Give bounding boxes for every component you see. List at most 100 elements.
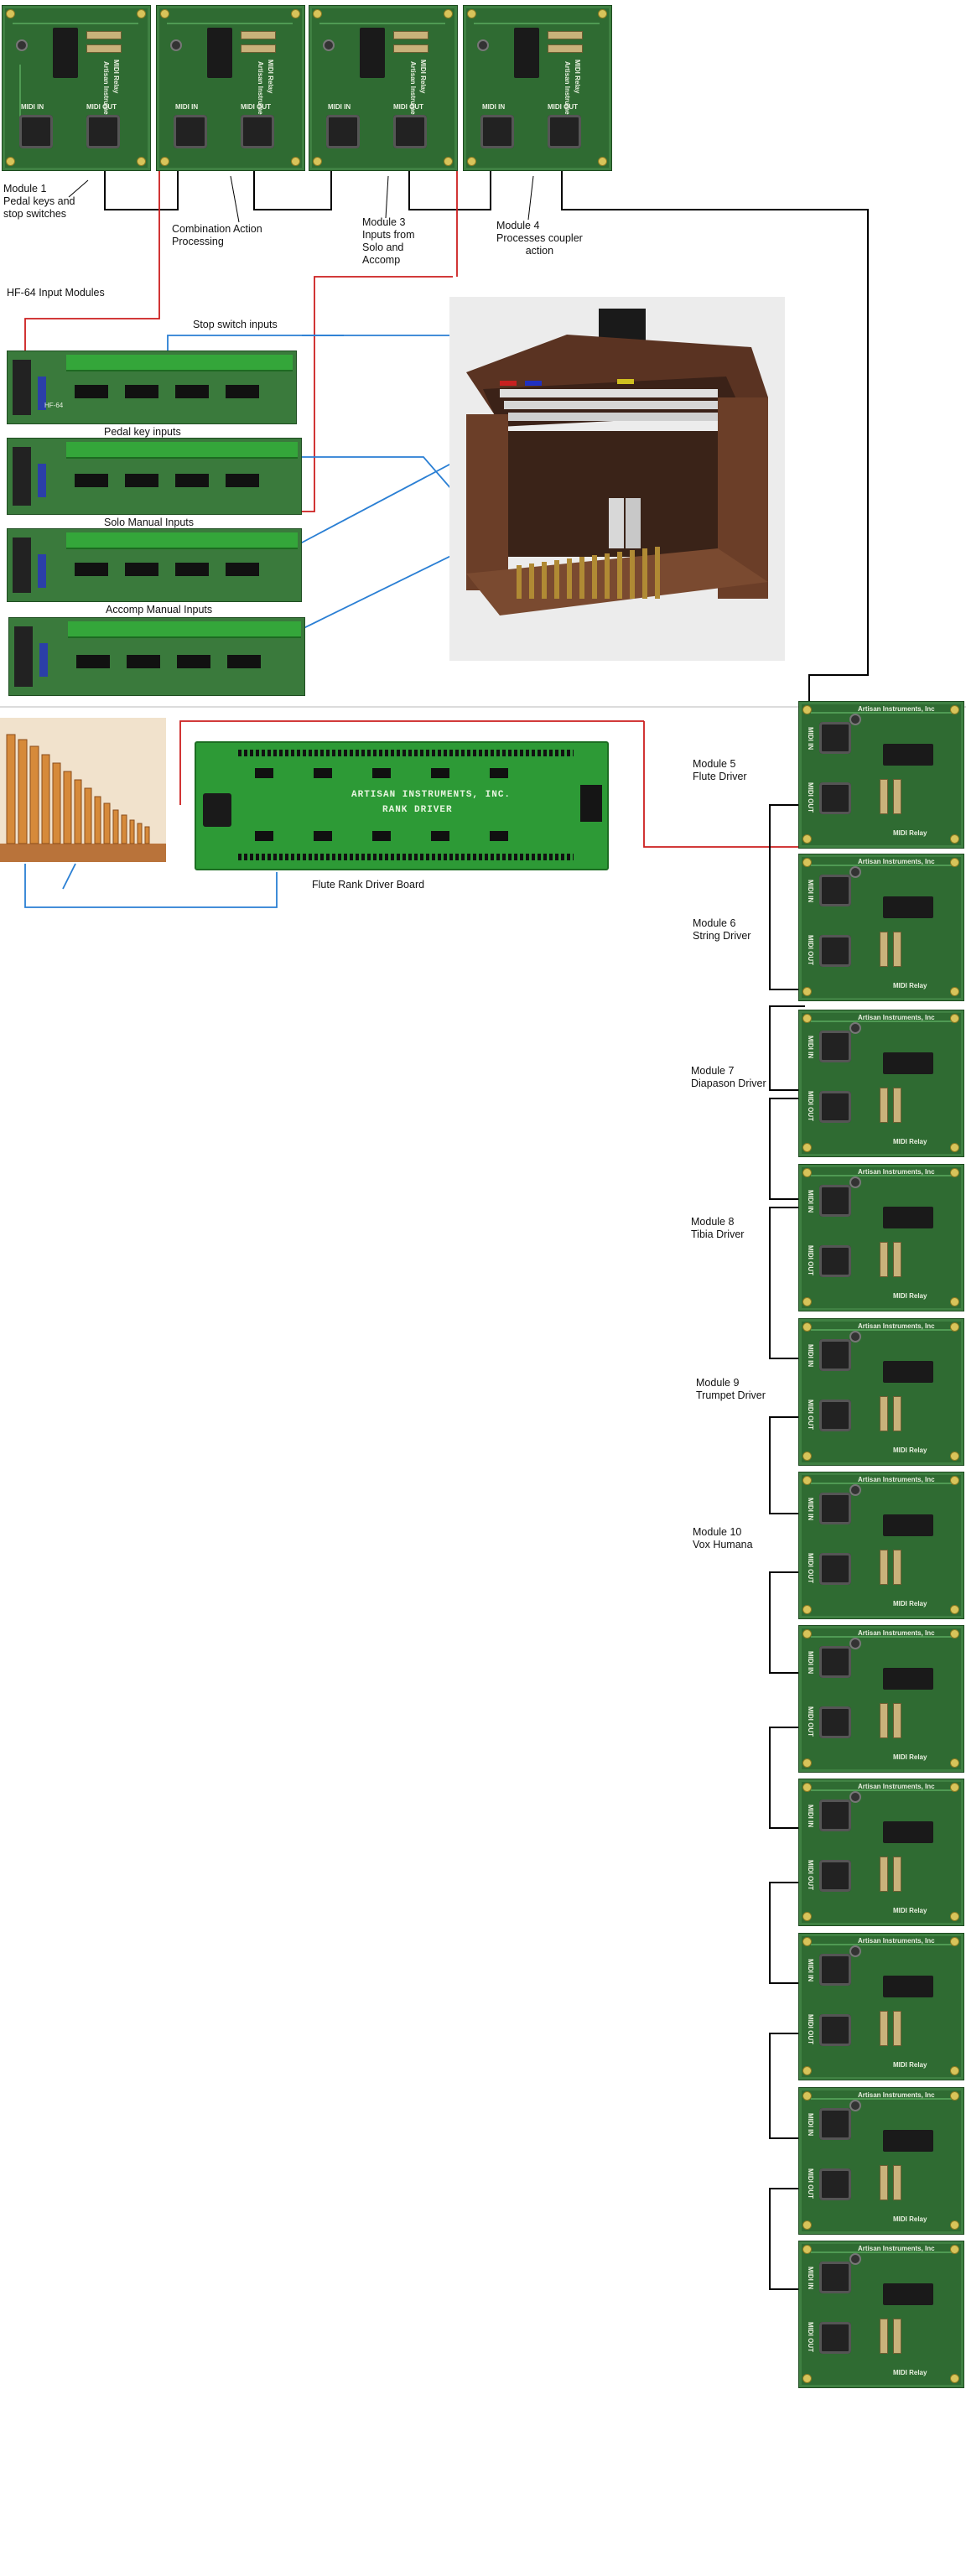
blue-pipes xyxy=(24,864,278,908)
relay-maker: Artisan Instruments, Inc xyxy=(858,2245,935,2252)
midi-out-label: MIDI OUT xyxy=(241,103,271,111)
midi-in-label: MIDI IN xyxy=(807,880,814,903)
midi-out-label: MIDI OUT xyxy=(807,935,814,965)
midi-relay-module-4: MIDI Relay Artisan Instruments, Inc MIDI… xyxy=(463,5,612,171)
label-hf64-title: HF-64 Input Modules xyxy=(7,287,105,299)
chain-13-14 xyxy=(769,2033,805,2139)
relay-title: MIDI Relay xyxy=(893,1600,927,1607)
midi-in-label: MIDI IN xyxy=(807,1190,814,1213)
midi-relay-module-1: MIDI Relay Artisan Instruments, Inc MIDI… xyxy=(2,5,151,171)
label-accomp-manual-inputs: Accomp Manual Inputs xyxy=(106,604,213,615)
relay-title: MIDI Relay xyxy=(893,1292,927,1300)
midi-out-label: MIDI OUT xyxy=(807,782,814,813)
chain-14-15 xyxy=(769,2188,805,2290)
relay-maker: Artisan Instruments, Inc xyxy=(858,2091,935,2099)
midi-in-label: MIDI IN xyxy=(328,103,351,111)
midi-chain-top xyxy=(104,164,869,730)
relay-title: MIDI Relay xyxy=(112,60,120,94)
midi-cable-4-5 xyxy=(561,164,869,730)
relay-maker: Artisan Instruments, Inc xyxy=(858,1014,935,1021)
midi-cable-2-3 xyxy=(253,164,332,210)
blue-stop xyxy=(167,335,344,352)
midi-out-label: MIDI OUT xyxy=(807,1860,814,1890)
relay-title: MIDI Relay xyxy=(893,1753,927,1761)
blue-pipes-b xyxy=(62,863,76,890)
hf64-module-pedal xyxy=(7,438,302,515)
midi-in-label: MIDI IN xyxy=(21,103,44,111)
midi-out-label: MIDI OUT xyxy=(807,2168,814,2199)
hf64-module-solo xyxy=(7,528,302,602)
flute-rank-driver-board: ARTISAN INSTRUMENTS, INC. RANK DRIVER xyxy=(195,741,609,870)
red-input-wires xyxy=(24,92,801,848)
midi-out-label: MIDI OUT xyxy=(807,1245,814,1275)
midi-relay-module-2: MIDI Relay Artisan Instruments, Inc MIDI… xyxy=(156,5,305,171)
midi-out-label: MIDI OUT xyxy=(807,1706,814,1737)
hf-label: HF-64 xyxy=(44,402,64,409)
midi-in-label: MIDI IN xyxy=(482,103,506,111)
relay-maker: Artisan Instruments, Inc xyxy=(858,1783,935,1790)
relay-title: MIDI Relay xyxy=(893,2061,927,2069)
red-wire-flute-b xyxy=(179,720,644,805)
rank-board-title: RANK DRIVER xyxy=(382,805,453,815)
midi-out-label: MIDI OUT xyxy=(86,103,117,111)
midi-relay-module-3: MIDI Relay Artisan Instruments, Inc MIDI… xyxy=(309,5,458,171)
relay-title: MIDI Relay xyxy=(893,982,927,989)
red-wire-module1 xyxy=(24,92,160,361)
midi-in-label: MIDI IN xyxy=(807,727,814,750)
midi-in-label: MIDI IN xyxy=(807,1805,814,1828)
chain-9-10 xyxy=(769,1416,805,1514)
red-wire-flute xyxy=(643,721,801,848)
midi-out-label: MIDI OUT xyxy=(807,1553,814,1583)
midi-out-label: MIDI OUT xyxy=(807,1091,814,1121)
midi-in-label: MIDI IN xyxy=(807,1344,814,1368)
relay-title: MIDI Relay xyxy=(893,1138,927,1145)
relay-title: MIDI Relay xyxy=(893,2215,927,2223)
organ-pipes-image xyxy=(0,718,166,862)
midi-cable-1-2 xyxy=(104,164,179,210)
chain-12-13 xyxy=(769,1882,805,1984)
relay-title: MIDI Relay xyxy=(893,1446,927,1454)
midi-in-label: MIDI IN xyxy=(807,1498,814,1521)
label-solo-manual-inputs: Solo Manual Inputs xyxy=(104,517,195,528)
relay-maker: Artisan Instruments, Inc xyxy=(858,1322,935,1330)
midi-out-label: MIDI OUT xyxy=(393,103,423,111)
leader-lines xyxy=(68,175,534,223)
relay-maker: Artisan Instruments, Inc xyxy=(858,1629,935,1637)
hf64-module-stop: HF-64 xyxy=(7,351,297,424)
organ-pipes-drawing xyxy=(0,734,166,862)
rank-board-maker: ARTISAN INSTRUMENTS, INC. xyxy=(351,790,512,800)
label-stop-switch-inputs: Stop switch inputs xyxy=(193,319,278,330)
relay-maker: Artisan Instruments, Inc xyxy=(858,1937,935,1945)
chain-8-9 xyxy=(769,1207,805,1359)
red-wire-module3 xyxy=(298,276,453,512)
relay-maker: Artisan Instruments, Inc xyxy=(858,1168,935,1176)
midi-chain-right xyxy=(769,804,805,2290)
midi-in-label: MIDI IN xyxy=(807,2267,814,2290)
chain-10-11 xyxy=(769,1571,805,1674)
chain-11-12 xyxy=(769,1727,805,1829)
relay-maker: Artisan Instruments, Inc xyxy=(858,705,935,713)
midi-cable-3-4 xyxy=(408,164,491,210)
relay-title: MIDI Relay xyxy=(574,60,581,94)
leader-module4 xyxy=(527,175,534,221)
relay-title: MIDI Relay xyxy=(893,829,927,837)
